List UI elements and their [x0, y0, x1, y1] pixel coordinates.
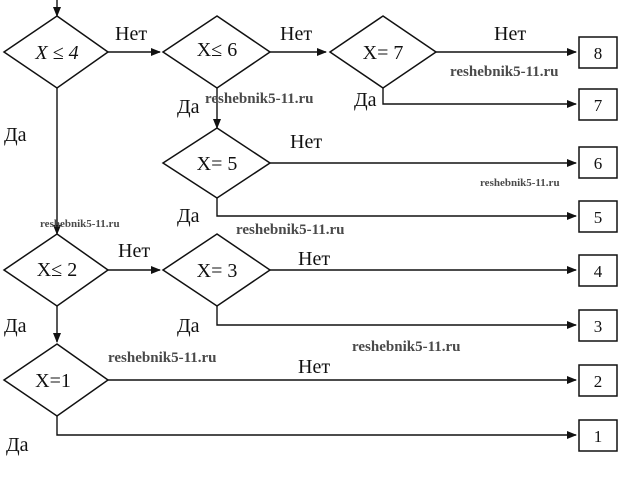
label-yes-d6: Да — [177, 315, 200, 337]
output-label-1: 1 — [594, 427, 603, 446]
output-box-7 — [578, 88, 618, 121]
cond-x-le-4: X ≤ 4 — [34, 42, 78, 64]
cond-x-le-6: X≤ 6 — [197, 39, 237, 61]
decision-x-le-2 — [2, 233, 110, 307]
label-yes-d7: Да — [6, 434, 29, 456]
decision-x-eq-3 — [161, 233, 272, 307]
output-box-6 — [578, 146, 618, 179]
output-label-6: 6 — [594, 154, 603, 173]
label-no-d7: Нет — [298, 356, 330, 378]
connector-lines — [53, 0, 577, 439]
arrow-d4-out5 — [216, 198, 577, 220]
output-box-1 — [578, 419, 618, 452]
arrow-d7-out1 — [56, 416, 577, 439]
arrow-d3-out7 — [382, 88, 577, 108]
watermark: reshebnik5-11.ru — [236, 222, 345, 238]
output-label-4: 4 — [594, 262, 603, 281]
watermark: reshebnik5-11.ru — [352, 339, 461, 355]
watermark: reshebnik5-11.ru — [450, 64, 559, 80]
label-no-d3: Нет — [494, 23, 526, 45]
label-yes-d3: Да — [354, 89, 377, 111]
output-label-2: 2 — [594, 372, 603, 391]
watermark: reshebnik5-11.ru — [205, 91, 314, 107]
output-label-3: 3 — [594, 317, 603, 336]
label-no-d4: Нет — [290, 131, 322, 153]
output-box-4 — [578, 254, 618, 287]
cond-x-le-2: X≤ 2 — [37, 259, 77, 281]
output-label-8: 8 — [594, 44, 603, 63]
output-boxes — [578, 36, 618, 452]
label-yes-d5: Да — [4, 315, 27, 337]
label-no-d1: Нет — [115, 23, 147, 45]
output-label-5: 5 — [594, 208, 603, 227]
output-box-8 — [578, 36, 618, 69]
watermark: reshebnik5-11.ru — [40, 218, 120, 230]
cond-x-eq-3: X= 3 — [197, 260, 238, 282]
label-yes-d2: Да — [177, 96, 200, 118]
label-no-d5: Нет — [118, 240, 150, 262]
decision-x-eq-7 — [328, 15, 438, 89]
label-no-d6: Нет — [298, 248, 330, 270]
output-box-3 — [578, 309, 618, 342]
watermark: reshebnik5-11.ru — [108, 350, 217, 366]
output-box-5 — [578, 200, 618, 233]
cond-x-eq-7: X= 7 — [363, 42, 404, 64]
decision-x-le-4 — [2, 15, 110, 89]
decision-x-eq-1 — [2, 343, 110, 417]
cond-x-eq-5: X= 5 — [197, 153, 238, 175]
output-box-2 — [578, 364, 618, 397]
decision-shapes — [2, 15, 438, 417]
output-label-7: 7 — [594, 96, 603, 115]
label-no-d2: Нет — [280, 23, 312, 45]
decision-x-le-6 — [161, 15, 272, 89]
label-yes-d1: Да — [4, 124, 27, 146]
label-yes-d4: Да — [177, 205, 200, 227]
arrow-d6-out3 — [216, 306, 577, 329]
watermark: reshebnik5-11.ru — [480, 177, 560, 189]
decision-x-eq-5 — [161, 127, 272, 199]
cond-x-eq-1: X=1 — [35, 370, 71, 392]
